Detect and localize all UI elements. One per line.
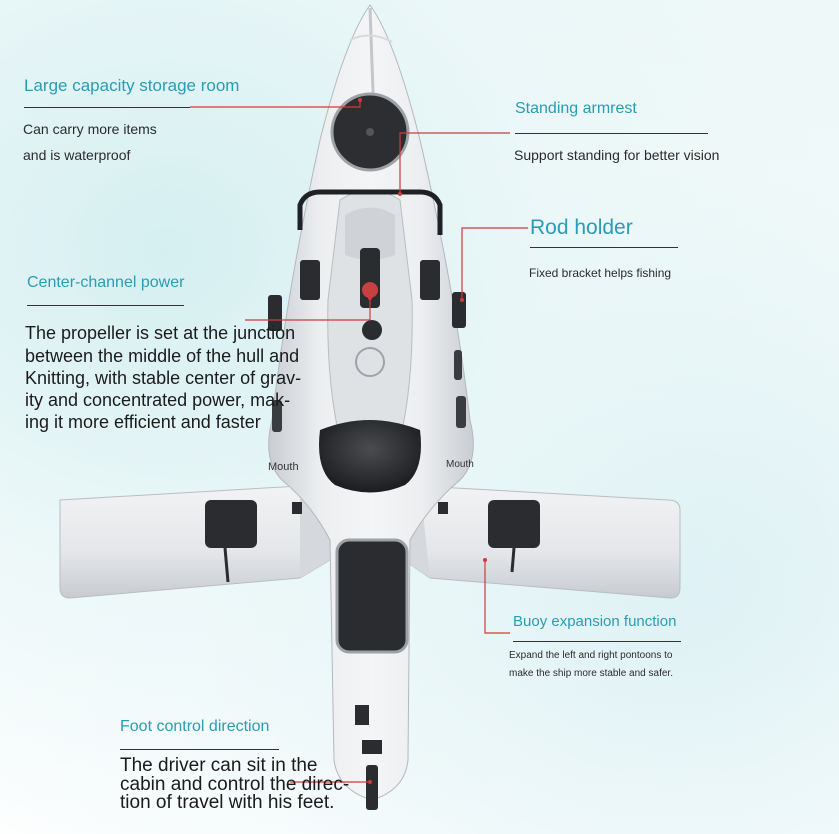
storage-rule [24,107,190,108]
foot-control-line-3: tion of travel with his feet. [120,792,335,813]
foot-control-title: Foot control direction [120,718,270,735]
center-power-line-2: between the middle of the hull and [25,346,300,366]
storage-title: Large capacity storage room [24,76,240,95]
center-power-line-3: Knitting, with stable center of grav- [25,368,302,388]
foot-control-rule [120,749,279,750]
foot-control-line-1: The driver can sit in the [120,755,318,776]
center-power-line-1: The propeller is set at the junction [25,323,296,343]
rod-holder-desc: Fixed bracket helps fishing [529,266,672,280]
seat [319,420,421,493]
rod-holder-title: Rod holder [530,216,633,239]
armrest-bar [297,189,443,235]
buoy-rule [513,641,681,642]
storage-desc-line-1: Can carry more items [23,121,157,137]
center-power-rule [27,305,184,306]
center-power-title: Center-channel power [27,274,185,291]
buoy-title: Buoy expansion function [513,613,677,630]
armrest-rule [515,133,708,134]
foot-control-line-2: cabin and control the direc- [120,774,350,795]
buoy-desc-line-1: Expand the left and right pontoons to [509,650,673,661]
center-power-line-5: ing it more efficient and faster [25,412,261,432]
armrest-desc: Support standing for better vision [514,147,720,163]
storage-desc-line-2: and is waterproof [23,147,131,163]
rod-holder-rule [530,247,678,248]
rear-hatch [335,538,409,654]
buoy-desc-line-2: make the ship more stable and safer. [509,668,673,679]
leader-lines [190,100,528,783]
mouth-label-left: Mouth [268,461,299,473]
mouth-label-right: Mouth [446,459,474,470]
left-pontoon [59,485,331,599]
armrest-title: Standing armrest [515,100,637,117]
center-power-line-4: ity and concentrated power, mak- [25,390,291,410]
